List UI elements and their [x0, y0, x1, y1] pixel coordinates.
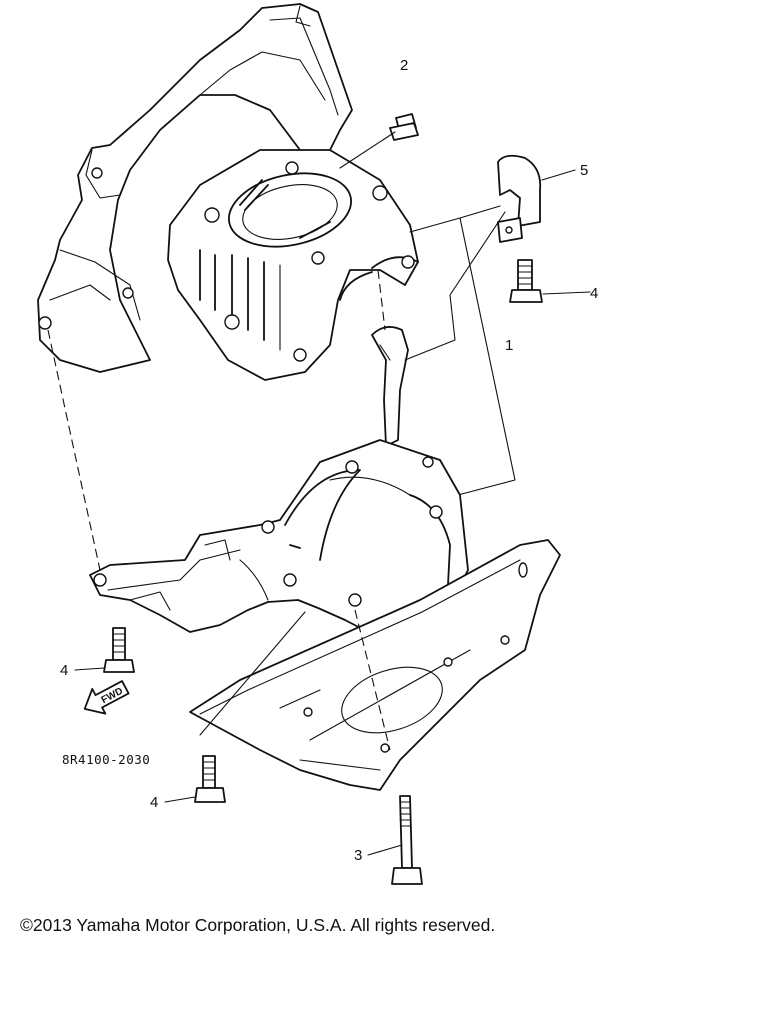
callout-2: 2: [400, 57, 408, 74]
callout-4-right: 4: [590, 285, 598, 302]
fwd-arrow-icon: FWD: [83, 680, 130, 715]
part-4-bolt-bottom: [164, 755, 226, 803]
part-code: 8R4100-2030: [62, 752, 150, 767]
alignment-lines: [47, 269, 391, 751]
exploded-parts-diagram: FWD 2 5 4 1 4 4 3 8R4100-2030: [37, 3, 598, 885]
upper-crankcase: [37, 3, 419, 381]
callout-4-bottom: 4: [150, 794, 158, 811]
cover-plate: [189, 539, 561, 791]
part-2-plug: [339, 113, 419, 169]
part-4-bolt-right: [509, 259, 591, 303]
callout-5: 5: [580, 162, 588, 179]
callout-4-left: 4: [60, 662, 68, 679]
callout-3: 3: [354, 847, 362, 864]
part-3-long-bolt: [367, 795, 423, 885]
part-5-clamp: [497, 154, 576, 243]
copyright-notice: ©2013 Yamaha Motor Corporation, U.S.A. A…: [20, 915, 496, 935]
part-4-bolt-left: [74, 627, 135, 673]
callout-1-leader: [404, 205, 516, 496]
part-1-gasket: [371, 326, 409, 447]
callout-1: 1: [505, 337, 513, 354]
